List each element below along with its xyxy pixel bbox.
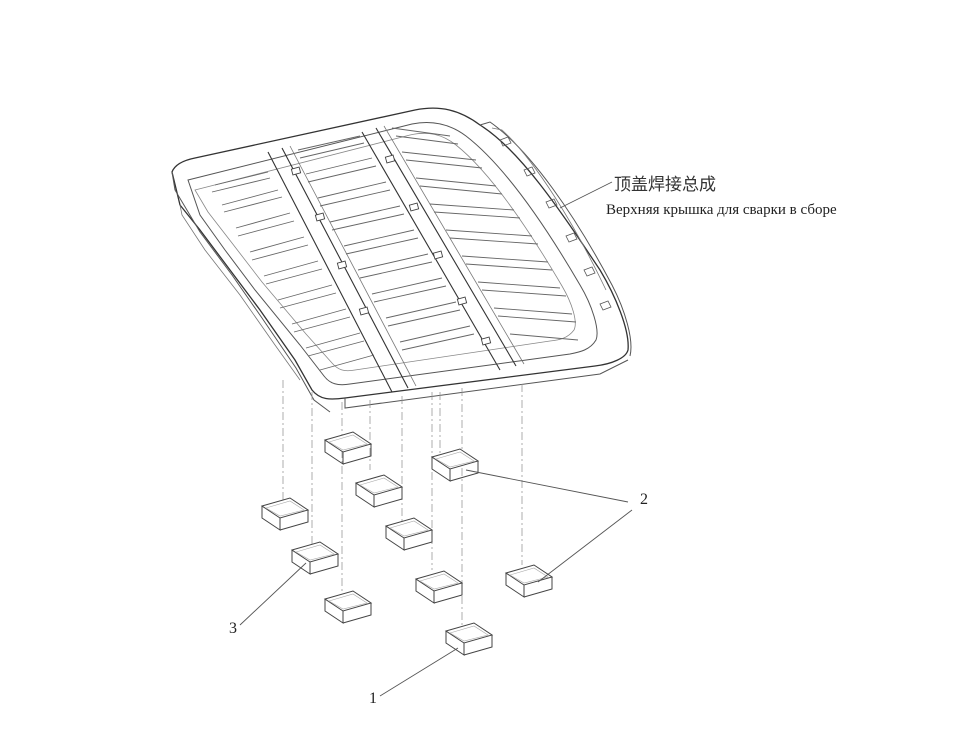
projection-lines xyxy=(282,380,523,625)
roof-panel xyxy=(171,107,632,413)
leader-part1 xyxy=(379,647,459,697)
leader-title xyxy=(559,181,613,209)
leader-part2-a xyxy=(465,469,629,503)
reinforcement-pads xyxy=(261,431,553,656)
callout-part-2: 2 xyxy=(640,491,648,508)
leader-part3 xyxy=(239,562,307,626)
callout-part-1: 1 xyxy=(369,690,377,707)
assembly-title-russian: Верхняя крышка для сварки в сборе xyxy=(606,202,837,218)
assembly-title-chinese: 顶盖焊接总成 xyxy=(614,175,716,195)
callout-part-3: 3 xyxy=(229,620,237,637)
leader-lines xyxy=(239,181,633,697)
leader-part2-b xyxy=(537,509,633,583)
